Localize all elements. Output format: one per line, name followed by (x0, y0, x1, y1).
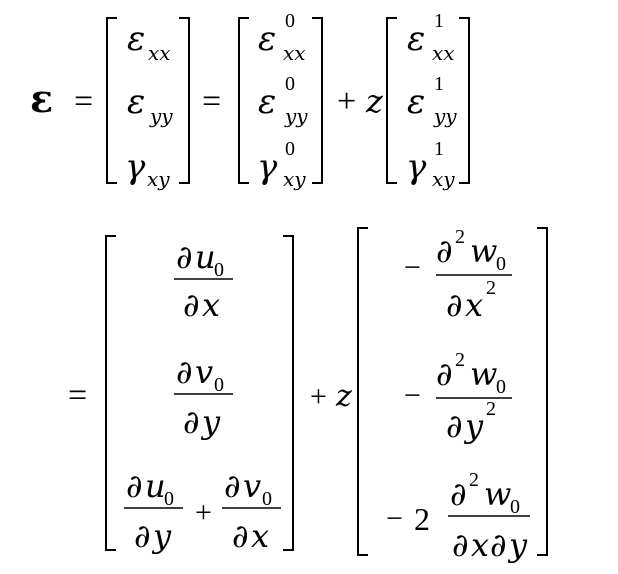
epsilon-yy: ε (127, 82, 145, 122)
minus-sign: − (404, 379, 421, 412)
subscript-0: 0 (214, 374, 224, 396)
subscript-0: 0 (214, 259, 224, 281)
w-symbol: w (484, 475, 511, 513)
x-symbol: x (465, 286, 483, 324)
epsilon-xx: ε (127, 19, 145, 59)
bracket-curvature (386, 17, 470, 184)
partial-symbol: ∂ (452, 526, 469, 564)
superscript-0: 0 (285, 138, 295, 160)
superscript-2: 2 (486, 277, 496, 299)
coefficient-2: 2 (414, 501, 430, 537)
subscript-0: 0 (164, 488, 174, 510)
x-symbol: x (251, 517, 269, 555)
curvature-components: ε 1 xx ε 1 yy γ 1 xy (406, 10, 457, 191)
partial-symbol: ∂ (450, 475, 467, 513)
bracket-curvature-derivatives (357, 227, 548, 556)
equals-sign: = (74, 83, 93, 120)
u-symbol: u (145, 467, 166, 505)
epsilon-xx-1: ε (407, 19, 425, 59)
gamma-xy-1: γ (406, 147, 427, 187)
epsilon-yy-1: ε (407, 82, 425, 122)
minus-sign: − (386, 502, 403, 535)
subscript-0: 0 (510, 496, 520, 518)
superscript-1: 1 (434, 10, 444, 32)
superscript-1: 1 (434, 138, 444, 160)
superscript-1: 1 (434, 73, 444, 95)
equals-sign: = (202, 83, 221, 120)
partial-symbol: ∂ (446, 407, 463, 445)
partial-symbol: ∂ (232, 517, 249, 555)
y-symbol: y (463, 407, 484, 445)
fraction-dv0-dx: ∂ v 0 ∂ x (222, 467, 281, 555)
plus-sign: + (195, 496, 212, 529)
subscript-xy: xy (283, 167, 306, 191)
subscript-xx: xx (148, 41, 171, 65)
bracket-strain-vector (106, 17, 190, 184)
x-symbol: x (471, 526, 489, 564)
gamma-xy-0: γ (257, 147, 278, 187)
fraction-dv0-dy: ∂ v 0 ∂ y (174, 353, 233, 441)
partial-symbol: ∂ (436, 232, 453, 270)
subscript-xx: xx (283, 41, 306, 65)
subscript-xx: xx (432, 41, 455, 65)
z-coordinate: z (335, 379, 352, 414)
epsilon-yy-0: ε (258, 82, 276, 122)
superscript-2: 2 (455, 226, 465, 248)
subscript-0: 0 (496, 253, 506, 275)
bracket-midplane-strain (238, 17, 323, 184)
y-symbol: y (151, 517, 172, 555)
partial-symbol: ∂ (134, 517, 151, 555)
subscript-0: 0 (262, 488, 272, 510)
superscript-2: 2 (455, 349, 465, 371)
v-symbol: v (195, 353, 213, 391)
y-symbol: y (200, 403, 221, 441)
partial-symbol: ∂ (176, 238, 193, 276)
minus-sign: − (404, 251, 421, 284)
subscript-yy: yy (149, 104, 173, 128)
fraction-du0-dy: ∂ u 0 ∂ y (124, 467, 183, 555)
subscript-xy: xy (432, 167, 455, 191)
midplane-strain-components: ε 0 xx ε 0 yy γ 0 xy (257, 10, 308, 191)
superscript-0: 0 (285, 10, 295, 32)
partial-symbol: ∂ (446, 286, 463, 324)
subscript-yy: yy (433, 104, 457, 128)
fraction-d2w0-dxdy: − 2 ∂ 2 w 0 ∂ x ∂ y (386, 469, 530, 564)
fraction-d2w0-dx2: − ∂ 2 w 0 ∂ x 2 (404, 226, 512, 324)
bracket-displacement-derivatives (105, 235, 294, 551)
strain-components: ε xx ε yy γ xy (125, 19, 173, 191)
fraction-du0-dx: ∂ u 0 ∂ x (174, 238, 233, 324)
v-symbol: v (243, 467, 261, 505)
superscript-2: 2 (486, 398, 496, 420)
subscript-xy: xy (147, 167, 170, 191)
equals-sign: = (68, 377, 87, 414)
plus-sign: + (337, 83, 356, 120)
superscript-0: 0 (285, 73, 295, 95)
partial-symbol: ∂ (436, 355, 453, 393)
z-coordinate: z (365, 82, 384, 120)
partial-symbol: ∂ (183, 286, 200, 324)
partial-symbol: ∂ (490, 526, 507, 564)
partial-symbol: ∂ (183, 403, 200, 441)
partial-symbol: ∂ (224, 467, 241, 505)
subscript-0: 0 (496, 376, 506, 398)
partial-symbol: ∂ (126, 467, 143, 505)
fraction-d2w0-dy2: − ∂ 2 w 0 ∂ y 2 (404, 349, 512, 445)
plus-sign: + (310, 380, 327, 413)
partial-symbol: ∂ (176, 353, 193, 391)
gamma-xy: γ (125, 147, 146, 187)
y-symbol: y (507, 526, 528, 564)
w-symbol: w (470, 232, 497, 270)
u-symbol: u (195, 238, 216, 276)
superscript-2: 2 (469, 469, 479, 491)
w-symbol: w (470, 355, 497, 393)
subscript-yy: yy (284, 104, 308, 128)
x-symbol: x (202, 286, 220, 324)
epsilon-xx-0: ε (258, 19, 276, 59)
strain-vector-symbol: ε (30, 76, 53, 121)
